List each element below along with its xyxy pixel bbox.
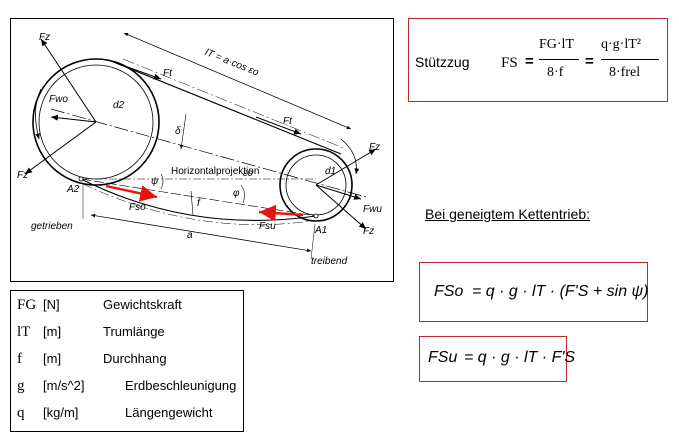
label-d1: d1 <box>325 166 337 177</box>
chord-line <box>80 178 317 217</box>
fsu-lhs: FSu <box>428 349 458 366</box>
label-a1: A1 <box>315 225 328 236</box>
fsu-rhs: = q · g · lT · F'S <box>464 349 576 366</box>
label-fwu: Fwu <box>363 204 382 215</box>
chain-drive-diagram: Fz Fz Fz Fz Fwo Fwu Ft Ft d2 d1 δ ψ φ f … <box>10 18 394 282</box>
legend-row: f [m] Durchhang <box>17 351 167 371</box>
center-line <box>50 108 367 198</box>
legend-symbol: lT <box>17 324 31 340</box>
legend-symbol: q <box>17 405 25 421</box>
chain-drive-drawing <box>24 32 377 260</box>
stuetzzug-num2: q·g·lT² <box>601 37 641 52</box>
label-fz-right-bottom: Fz <box>363 226 375 237</box>
legend-row: lT [m] Trumlänge <box>17 324 165 344</box>
legend-symbol: f <box>17 351 22 367</box>
label-ft-top: Ft <box>163 68 172 79</box>
label-d2: d2 <box>113 100 125 111</box>
legend-row: FG [N] Gewichtskraft <box>17 297 182 317</box>
label-getrieben: getrieben <box>31 221 73 232</box>
geneigt-heading: Bei geneigtem Kettentrieb: <box>425 206 590 222</box>
fso-arrow <box>105 184 158 202</box>
legend-unit: [N] <box>43 297 60 312</box>
legend-unit: [m] <box>43 324 62 339</box>
fsu-arrow <box>258 204 304 222</box>
label-epsilon: εo <box>243 168 253 179</box>
label-fwo: Fwo <box>49 94 68 105</box>
legend-desc: Trumlänge <box>103 324 165 339</box>
legend-symbol: g <box>17 378 25 394</box>
fsu-formula-box: FSu = q · g · lT · F'S <box>419 336 575 382</box>
label-fz-bottom-left: Fz <box>17 170 29 181</box>
stuetzzug-eq-1: = <box>525 53 534 70</box>
stuetzzug-eq-2: = <box>585 53 594 70</box>
stuetzzug-den1: 8·f <box>547 65 564 80</box>
legend-row: q [kg/m] Längengewicht <box>17 405 212 425</box>
upper-strand <box>110 60 342 155</box>
legend-desc: Erdbeschleunigung <box>125 378 237 393</box>
label-horizontalprojektion: Horizontalprojektion <box>171 166 260 177</box>
legend-desc: Gewichtskraft <box>103 297 182 312</box>
legend-unit: [m/s^2] <box>43 378 85 393</box>
large-sprocket-outer <box>32 58 160 186</box>
legend-row: g [m/s^2] Erdbeschleunigung <box>17 378 236 398</box>
label-fz-top-left: Fz <box>39 32 51 43</box>
stuetzzug-formula-box: Stützzug FS = FG·lT 8·f = q·g·lT² 8·frel <box>408 18 668 102</box>
fso-rhs: = q · g · lT · (F'S + sin ψ) <box>472 283 649 300</box>
label-fso: Fso <box>129 202 146 213</box>
symbol-legend: FG [N] Gewichtskraft lT [m] Trumlänge f … <box>10 290 244 432</box>
label-fz-right-top: Fz <box>369 142 381 153</box>
label-a2: A2 <box>67 184 80 195</box>
small-sprocket-outer <box>279 148 353 222</box>
stuetzzug-lhs: FS <box>501 55 518 71</box>
fso-lhs: FSo <box>434 283 464 300</box>
legend-unit: [kg/m] <box>43 405 79 420</box>
legend-unit: [m] <box>43 351 62 366</box>
stuetzzug-title: Stützzug <box>415 54 470 70</box>
stuetzzug-num1: FG·lT <box>539 37 574 52</box>
lower-strand <box>80 178 317 221</box>
stuetzzug-den2: 8·frel <box>609 65 641 80</box>
label-a: a <box>187 230 193 241</box>
label-phi: φ <box>233 188 240 199</box>
label-treibend: treibend <box>311 256 348 267</box>
label-psi: ψ <box>151 176 159 187</box>
legend-desc: Durchhang <box>103 351 167 366</box>
label-ft-mid: Ft <box>283 116 292 127</box>
legend-desc: Längengewicht <box>125 405 213 420</box>
legend-symbol: FG <box>17 297 37 313</box>
fso-formula-box: FSo = q · g · lT · (F'S + sin ψ) <box>419 262 649 322</box>
label-fsu: Fsu <box>259 221 276 232</box>
label-f: f <box>197 198 200 209</box>
label-delta: δ <box>175 126 181 137</box>
fraction-bar-2 <box>601 59 659 60</box>
fraction-bar-1 <box>539 59 579 60</box>
